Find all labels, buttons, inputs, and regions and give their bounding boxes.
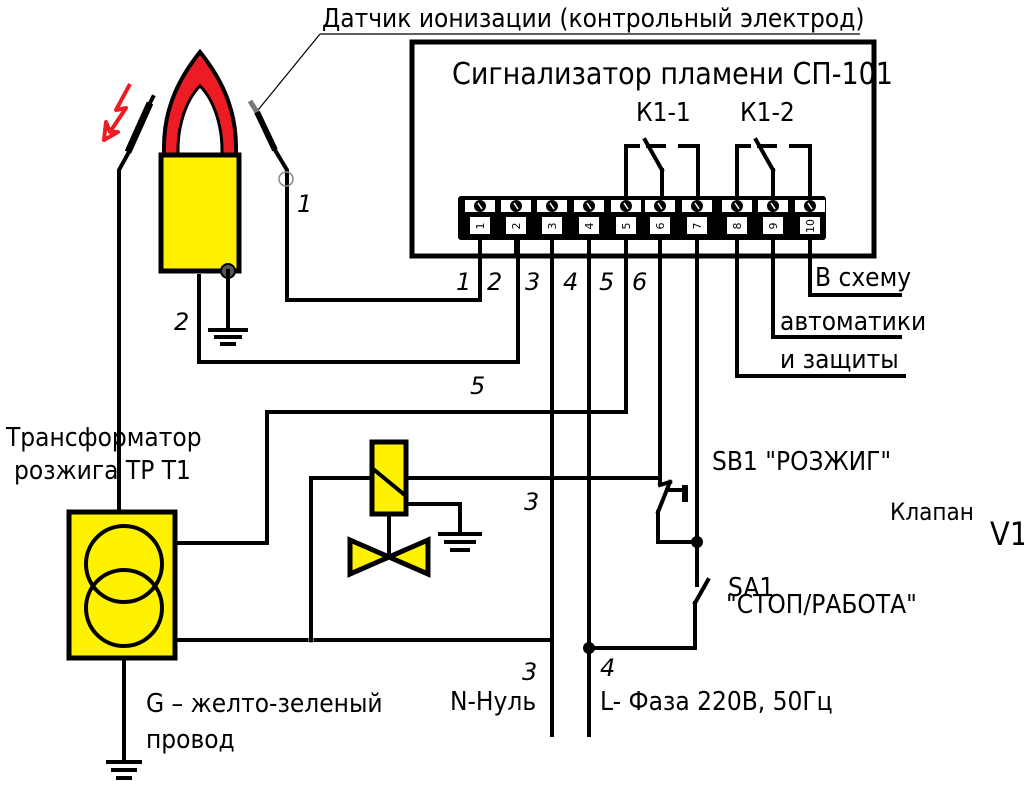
ground-icon-valve: [438, 532, 482, 552]
transformer-winding-1: [84, 524, 164, 604]
terminal-label-plate: [800, 217, 820, 234]
spark-icon: [102, 83, 132, 142]
terminal-number: 8: [731, 223, 744, 230]
wire-number-2-burner: 2: [174, 308, 189, 336]
wire-number-1: 1: [456, 268, 471, 296]
terminal-3: 3: [537, 200, 567, 234]
sensor-connection-point: [278, 171, 294, 187]
solenoid-coil-mark: [369, 465, 409, 499]
relay-contact-label-k1-1: К1-1: [636, 98, 691, 128]
wire-2-burner-ground: [197, 238, 520, 364]
relay-contact-label-k1-2: К1-2: [740, 98, 795, 128]
solenoid-coil: [369, 439, 409, 517]
wire-9-automation: [771, 238, 902, 339]
terminal-number: 10: [804, 219, 817, 233]
stop-switch-label-line2: "СТОП/РАБОТА": [726, 590, 917, 620]
stop-switch-label-line1: SA1: [728, 573, 774, 603]
automation-label-line3: и защиты: [780, 345, 899, 375]
valve-id-label: V1: [990, 515, 1024, 553]
neutral-label: N-Нуль: [450, 687, 536, 717]
wire-number-5-label: 5: [470, 372, 485, 400]
terminal-label-plate: [506, 217, 526, 234]
valve-body-right: [382, 536, 431, 578]
relay-contact-k1-2: [735, 137, 812, 198]
ground-wire-label-line1: G – желто-зеленый: [146, 689, 383, 719]
ionization-sensor-electrode: [247, 99, 294, 187]
terminal-7: 7: [682, 200, 712, 234]
terminal-label-plate: [542, 217, 562, 234]
ground-icon-transformer: [106, 760, 142, 780]
terminal-label-plate: [687, 217, 707, 234]
ground-wire-label-line2: провод: [146, 725, 235, 755]
wire-5-transformer: [176, 238, 628, 545]
terminal-number: 4: [583, 223, 596, 230]
wire-1-sensor: [285, 178, 482, 302]
solenoid-valve: [347, 439, 431, 578]
terminal-10: 10: [795, 200, 825, 234]
terminal-1: 1: [465, 200, 495, 234]
terminal-number: 2: [510, 223, 523, 230]
wire-number-3-mid: 3: [524, 488, 539, 516]
ground-icon-burner: [208, 328, 248, 346]
ignition-push-button: [655, 476, 703, 548]
junction-phase: [583, 642, 595, 654]
wire-valve-neutral: [309, 476, 372, 642]
wire-number-1-sensor: 1: [297, 190, 312, 218]
sensor-leader-line: [257, 33, 321, 111]
terminal-label-plate: [616, 217, 636, 234]
transformer-label-line1: Трансформатор: [5, 423, 202, 453]
burner: [158, 48, 248, 346]
terminal-label-plate: [579, 217, 599, 234]
push-button-actuator: [682, 485, 688, 502]
valve-ground-lead: [404, 502, 462, 532]
terminal-number: 3: [546, 223, 559, 230]
terminal-2: 2: [501, 200, 531, 234]
device-title: Сигнализатор пламени СП-101: [452, 57, 893, 92]
terminal-6: 6: [645, 200, 675, 234]
terminal-number: 1: [474, 223, 487, 230]
wire-number-4-bottom: 4: [600, 654, 615, 682]
wire-number-5: 5: [599, 268, 614, 296]
wire-10-automation: [808, 238, 902, 297]
terminal-label-plate: [727, 217, 747, 234]
stop-run-switch: [583, 540, 711, 654]
automation-label-line1: В схему: [815, 263, 911, 293]
transformer-winding-2: [84, 568, 164, 648]
burner-body: [158, 152, 242, 274]
wire-number-6: 6: [632, 268, 647, 296]
wire-number-3: 3: [525, 268, 540, 296]
ionization-sensor-label: Датчик ионизации (контрольный электрод): [322, 4, 865, 34]
terminal-8: 8: [722, 200, 752, 234]
terminal-label-plate: [763, 217, 783, 234]
wire-number-4: 4: [563, 268, 578, 296]
wire-8-automation: [735, 238, 906, 378]
terminal-4: 4: [574, 200, 604, 234]
terminal-number: 9: [767, 223, 780, 230]
valve-body-left: [347, 536, 396, 578]
wire-number-2: 2: [487, 268, 502, 296]
ignition-transformer: [66, 509, 178, 661]
terminal-label-plate: [470, 217, 490, 234]
terminal-number: 6: [654, 223, 667, 230]
valve-label: Клапан: [890, 498, 974, 526]
terminal-label-plate: [650, 217, 670, 234]
terminal-5: 5: [611, 200, 641, 234]
terminal-9: 9: [758, 200, 788, 234]
ignition-electrode: [117, 94, 156, 502]
relay-contact-k1-1: [624, 137, 700, 198]
transformer-body: [66, 509, 178, 661]
transformer-label-line2: розжига ТР Т1: [14, 456, 191, 486]
ignition-button-label: SB1 "РОЗЖИГ": [712, 447, 891, 477]
terminal-number: 5: [620, 223, 633, 230]
automation-label-line2: автоматики: [780, 307, 926, 337]
flame-signaller-device: Сигнализатор пламени СП-101 К1-1 К1-2 1 2…: [409, 39, 893, 259]
phase-label: L- Фаза 220В, 50Гц: [600, 687, 833, 717]
terminal-number: 7: [691, 223, 704, 230]
wire-number-3-bottom: 3: [522, 658, 537, 686]
